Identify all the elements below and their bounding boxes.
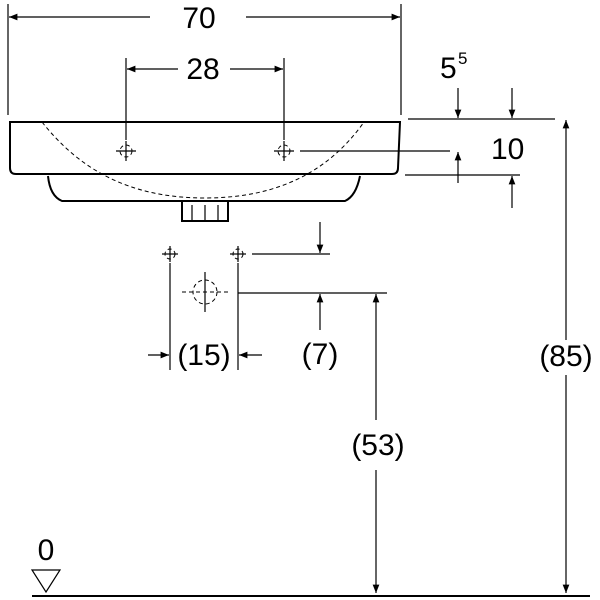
- rim-offset-superscript: 5: [458, 49, 467, 68]
- waste-height-dimension: (53): [351, 294, 405, 593]
- waste-height-label: (53): [351, 429, 404, 462]
- floor-level-triangle-icon: [30, 569, 62, 594]
- waste-outlet-marker: [182, 272, 228, 312]
- waste-offset-label: (7): [302, 338, 339, 371]
- rim-floor-dimension: (85): [539, 120, 593, 593]
- overall-width-label: 70: [182, 2, 215, 35]
- rim-offset-label: 5: [440, 52, 457, 85]
- tap-spacing-dimension: 28: [125, 53, 285, 140]
- waste-marker-right: [230, 246, 246, 262]
- overall-width-dimension: 70: [7, 2, 402, 115]
- rim-height-label: 10: [491, 133, 524, 166]
- tap-spacing-label: 28: [186, 53, 219, 86]
- rim-floor-label: (85): [539, 340, 592, 373]
- waste-spacing-dimension: (15): [148, 263, 262, 372]
- tap-hole-right: [274, 141, 294, 161]
- floor-level-label: 0: [38, 534, 55, 567]
- waste-spacing-label: (15): [177, 339, 230, 372]
- rim-offset-dimension: 5 5: [408, 49, 555, 120]
- waste-marker-left: [162, 246, 178, 262]
- washbasin-outline: [9, 121, 402, 222]
- rim-height-dimension: 10: [405, 133, 524, 208]
- floor-level: 0: [30, 534, 590, 597]
- waste-offset-dimension: (7): [238, 222, 387, 371]
- tap-hole-left: [116, 141, 136, 161]
